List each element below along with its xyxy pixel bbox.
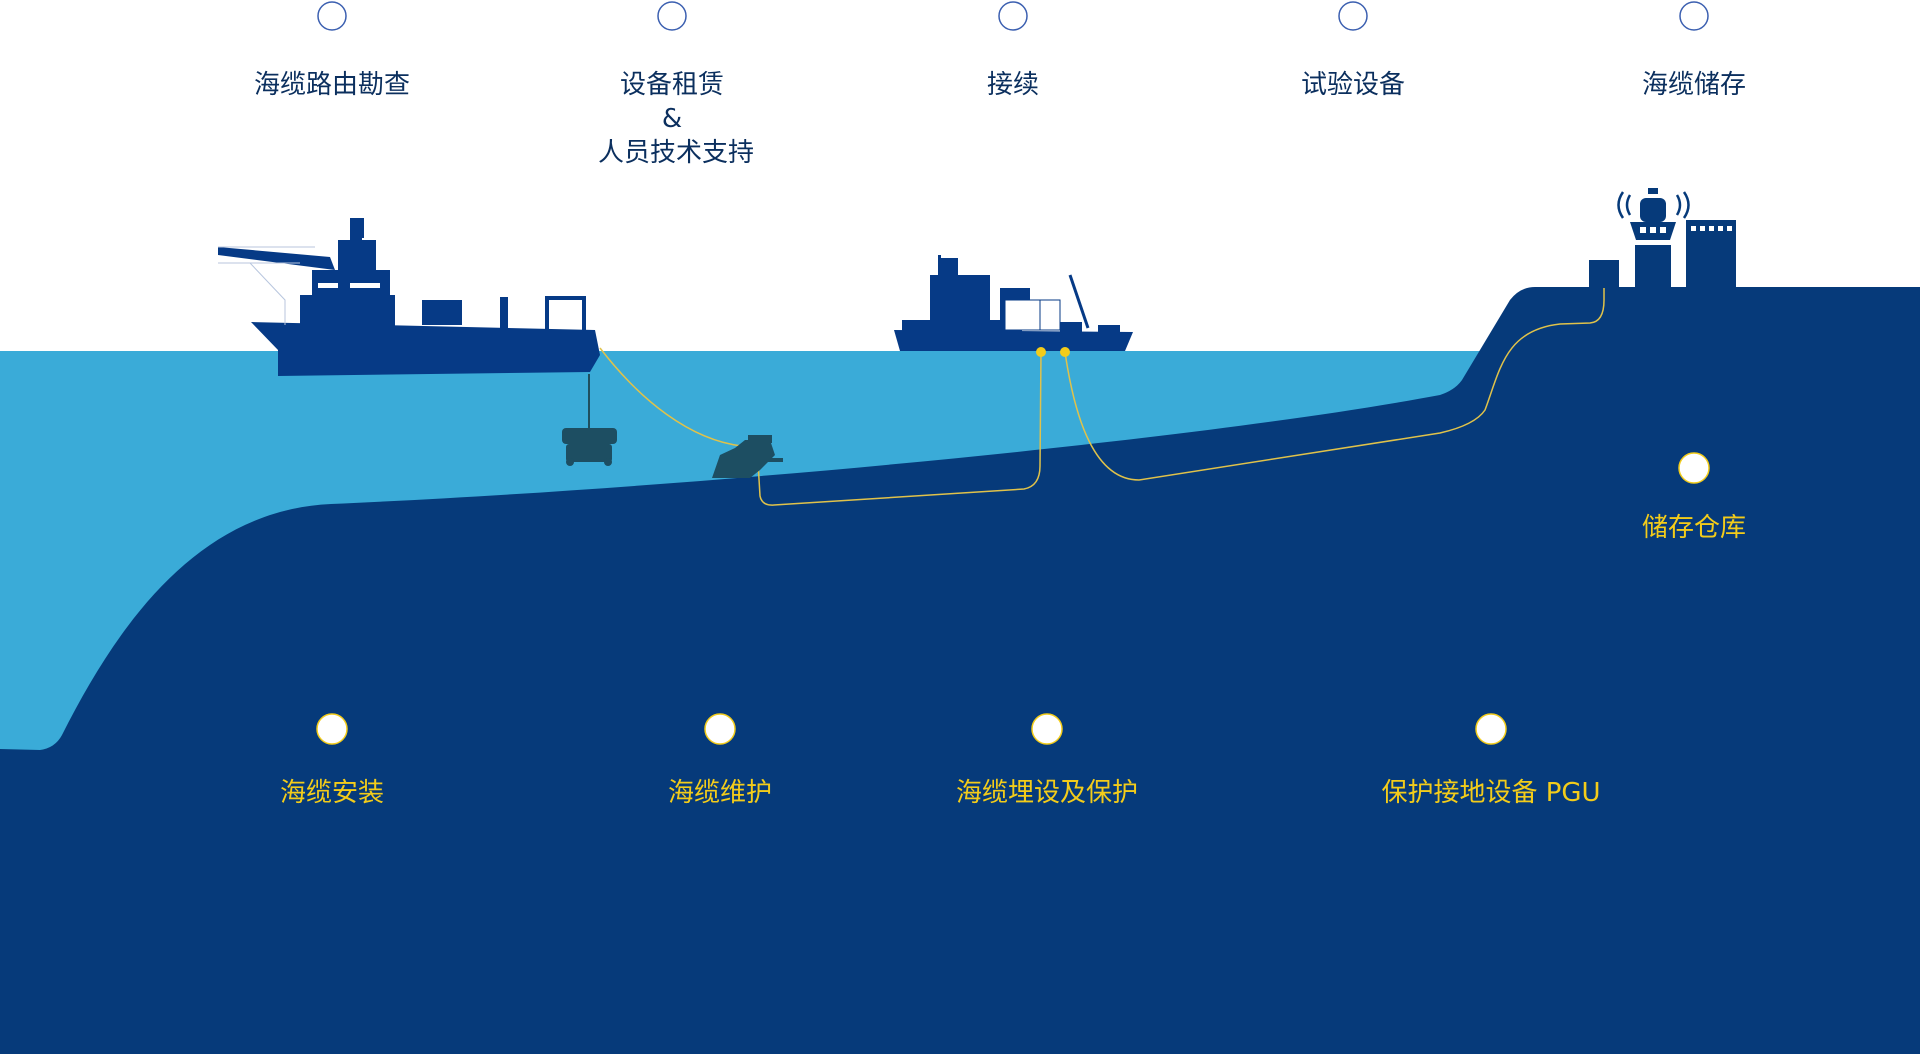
cable-joint-node: [1060, 347, 1070, 357]
label-equipment-rental: 设备租赁: [620, 70, 724, 100]
node-cable-storage[interactable]: [1679, 1, 1709, 31]
seabed-and-shore: [0, 287, 1920, 1054]
cable-install: [599, 347, 743, 447]
label-cable-installation: 海缆安装: [280, 778, 384, 808]
label-cable-storage: 海缆储存: [1642, 70, 1746, 100]
node-cable-maintenance[interactable]: [704, 713, 736, 745]
label-pgu: 保护接地设备 PGU: [1381, 778, 1600, 808]
label-warehouse: 储存仓库: [1642, 513, 1746, 543]
node-route-survey[interactable]: [317, 1, 347, 31]
node-warehouse[interactable]: [1678, 452, 1710, 484]
cable-joint-node: [1036, 347, 1046, 357]
node-cable-installation[interactable]: [316, 713, 348, 745]
shore-facility-icon: [1589, 188, 1736, 288]
cable-buried-1: [757, 351, 1042, 506]
top-nodes: [317, 1, 1709, 31]
node-equipment-rental[interactable]: [657, 1, 687, 31]
ship-railing: [218, 246, 315, 325]
cable-buried-2: [1064, 287, 1605, 481]
label-ampersand: &: [662, 104, 682, 134]
node-test-equipment[interactable]: [1338, 1, 1368, 31]
container-stack: [1004, 299, 1061, 331]
bottom-nodes: [316, 452, 1710, 745]
label-route-survey: 海缆路由勘查: [254, 70, 410, 100]
label-test-equipment: 试验设备: [1301, 70, 1405, 100]
label-jointing: 接续: [987, 70, 1039, 100]
ship-windows: [318, 283, 380, 288]
rov-icon: [562, 428, 617, 466]
label-cable-burial: 海缆埋设及保护: [956, 778, 1138, 808]
node-jointing[interactable]: [998, 1, 1028, 31]
label-cable-maintenance: 海缆维护: [668, 778, 772, 808]
radio-waves-icon: [1617, 191, 1690, 219]
label-technical-support: 人员技术支持: [598, 138, 754, 168]
trencher-icon: [712, 435, 783, 478]
node-pgu[interactable]: [1475, 713, 1507, 745]
node-cable-burial[interactable]: [1031, 713, 1063, 745]
building-windows: [1640, 226, 1732, 233]
